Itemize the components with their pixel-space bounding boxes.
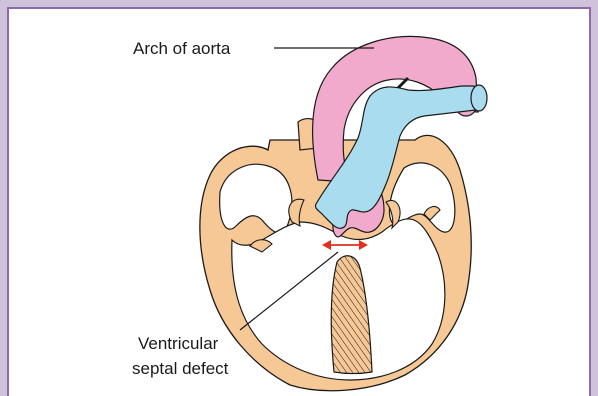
label-vsd-line1: Ventricular <box>138 334 219 353</box>
pulmonary-cut-end <box>471 85 487 111</box>
label-arch-of-aorta: Arch of aorta <box>133 39 231 58</box>
label-vsd-line2: septal defect <box>132 359 229 378</box>
